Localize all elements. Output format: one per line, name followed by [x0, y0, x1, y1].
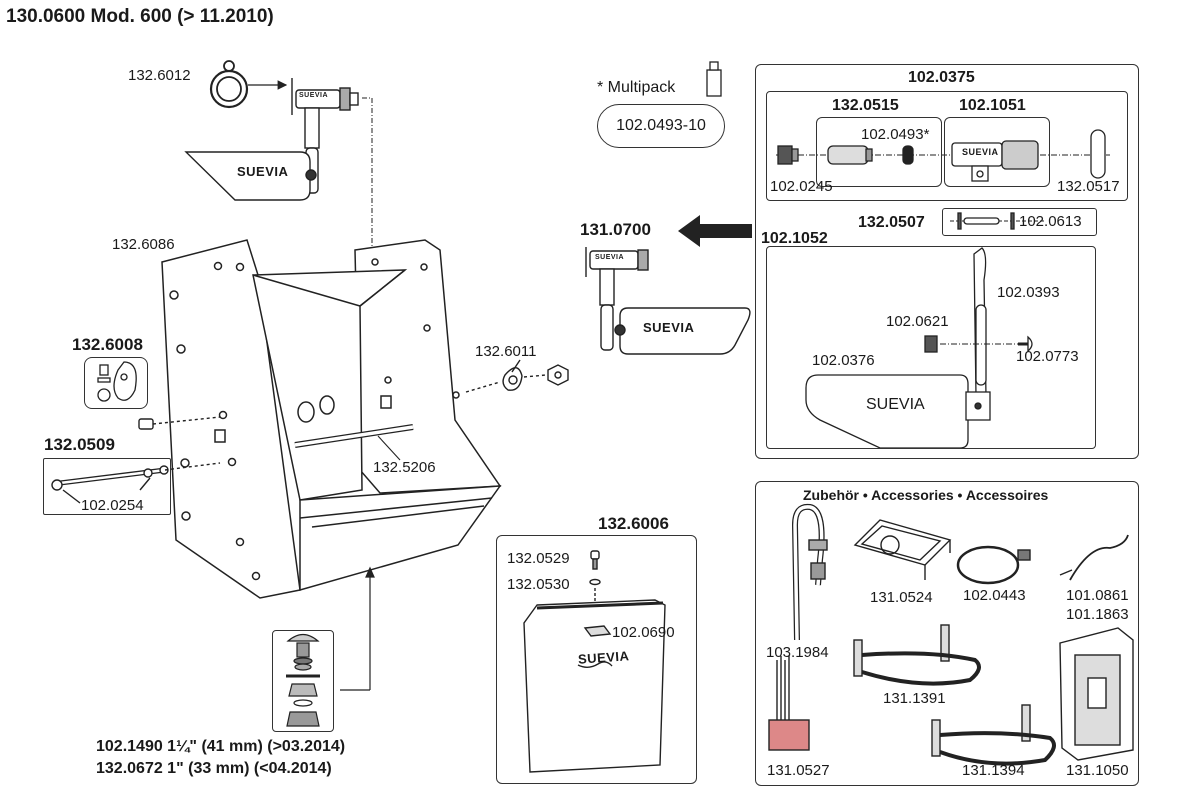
accessories-heading: Zubehör • Accessories • Accessoires	[803, 487, 1049, 503]
top-valve-assembly	[184, 78, 359, 201]
part-label-132-0515: 132.0515	[832, 97, 899, 114]
cover-132-6006-drawing	[523, 550, 666, 773]
box-valve-kit-102-0375	[755, 64, 1139, 459]
lever-assembly-drawing	[805, 247, 1033, 449]
part-label-132-5206: 132.5206	[373, 459, 436, 476]
part-label-132-0529: 132.0529	[507, 550, 570, 567]
multipack-icon	[706, 61, 722, 97]
part-label-102-0393: 102.0393	[997, 284, 1060, 301]
accessory-131-1391: 131.1391	[883, 690, 946, 707]
ring-132-6012-drawing	[209, 60, 288, 109]
part-label-102-0493: 102.0493*	[861, 126, 930, 143]
outlet-note-line2: 132.0672 1" (33 mm) (<04.2014)	[96, 760, 332, 777]
part-label-102-1051: 102.1051	[959, 97, 1026, 114]
part-label-102-0376: 102.0376	[812, 352, 875, 369]
part-label-132-6086: 132.6086	[112, 236, 175, 253]
accessory-101-0861: 101.0861	[1066, 587, 1129, 604]
part-label-102-0613: 102.0613	[1019, 213, 1082, 230]
accessory-131-0524: 131.0524	[870, 589, 933, 606]
part-label-132-0530: 132.0530	[507, 576, 570, 593]
bolt-set-132-6008-drawing	[97, 361, 137, 402]
trough-body-132-6086	[161, 239, 502, 599]
accessory-131-1394: 131.1394	[962, 762, 1025, 779]
part-label-131-0700: 131.0700	[580, 220, 651, 239]
box-102-1051	[944, 117, 1050, 187]
brand-lever-float: SUEVIA	[866, 396, 925, 413]
part-label-132-6012: 132.6012	[128, 67, 191, 84]
brand-valve-kit: SUEVIA	[962, 147, 999, 157]
part-label-132-6006: 132.6006	[598, 514, 669, 533]
brand-float-top: SUEVIA	[237, 164, 289, 179]
brand-float-valve: SUEVIA	[643, 320, 695, 335]
box-valve-parts	[766, 91, 1128, 201]
box-132-6008	[84, 357, 148, 409]
part-label-102-0245: 102.0245	[770, 178, 833, 195]
valve-131-0700-drawing	[585, 247, 751, 355]
part-label-102-1052: 102.1052	[761, 230, 828, 247]
accessory-103-1984: 103.1984	[766, 644, 829, 661]
part-label-102-0254: 102.0254	[81, 497, 144, 514]
box-accessories	[755, 481, 1139, 786]
brand-small-valve: SUEVIA	[595, 254, 625, 261]
accessory-131-1050: 131.1050	[1066, 762, 1129, 779]
part-label-132-0517: 132.0517	[1057, 178, 1120, 195]
part-label-132-0507: 132.0507	[858, 214, 925, 231]
outlet-leader	[340, 566, 375, 691]
rod-132-0509-drawing	[51, 416, 221, 504]
box-132-0515	[816, 117, 942, 187]
page-title: 130.0600 Mod. 600 (> 11.2010)	[6, 6, 274, 27]
part-label-132-6008: 132.6008	[72, 335, 143, 354]
accessory-131-0527: 131.0527	[767, 762, 830, 779]
multipack-label: * Multipack	[597, 79, 676, 96]
box-132-0509	[43, 458, 171, 515]
box-132-0507	[942, 208, 1097, 236]
part-label-102-0690: 102.0690	[612, 624, 675, 641]
brand-small-top: SUEVIA	[299, 92, 329, 99]
outlet-note-line1: 102.1490 1¼" (41 mm) (>03.2014)	[96, 738, 346, 755]
nut-132-6011-drawing	[465, 359, 569, 393]
outlet-parts-drawing	[286, 633, 320, 727]
accessories-drawings	[768, 503, 1134, 766]
big-arrow	[678, 215, 752, 247]
part-label-132-0509: 132.0509	[44, 435, 115, 454]
part-label-102-0773: 102.0773	[1016, 348, 1079, 365]
part-label-102-0621: 102.0621	[886, 313, 949, 330]
valve-kit-title: 102.0375	[908, 69, 975, 86]
accessory-102-0443: 102.0443	[963, 587, 1026, 604]
part-label-132-6011: 132.6011	[475, 343, 537, 360]
box-outlet	[272, 630, 334, 732]
accessory-101-1863: 101.1863	[1066, 606, 1129, 623]
box-132-6006	[496, 535, 697, 784]
valve-kit-drawing	[776, 129, 1110, 230]
box-102-1052	[766, 246, 1096, 449]
multipack-code: 102.0493-10	[597, 104, 725, 148]
leader-132-5206	[377, 435, 401, 461]
